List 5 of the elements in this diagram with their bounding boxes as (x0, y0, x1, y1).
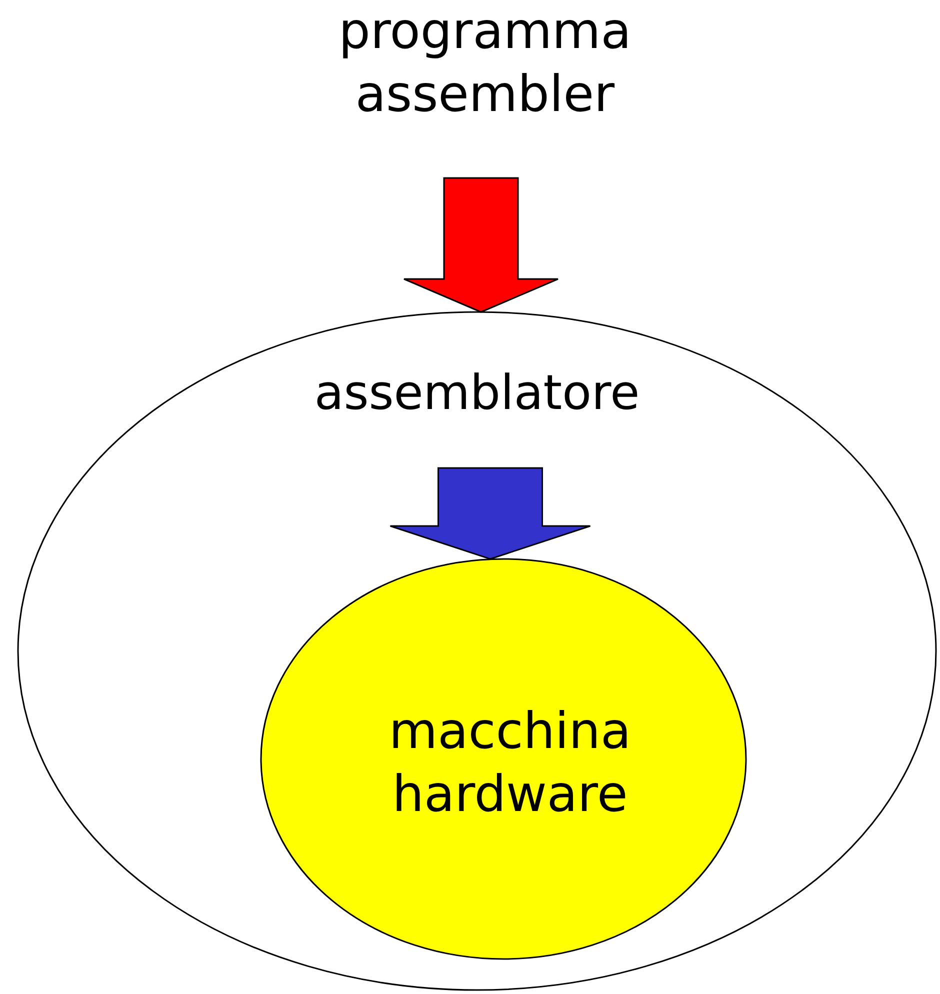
text-label: programma assembler (338, 1, 632, 124)
block-arrow (403, 177, 559, 313)
block-arrow (390, 467, 591, 560)
ellipse-label: assemblatore (313, 364, 641, 423)
ellipse-label: macchina hardware (388, 701, 632, 824)
